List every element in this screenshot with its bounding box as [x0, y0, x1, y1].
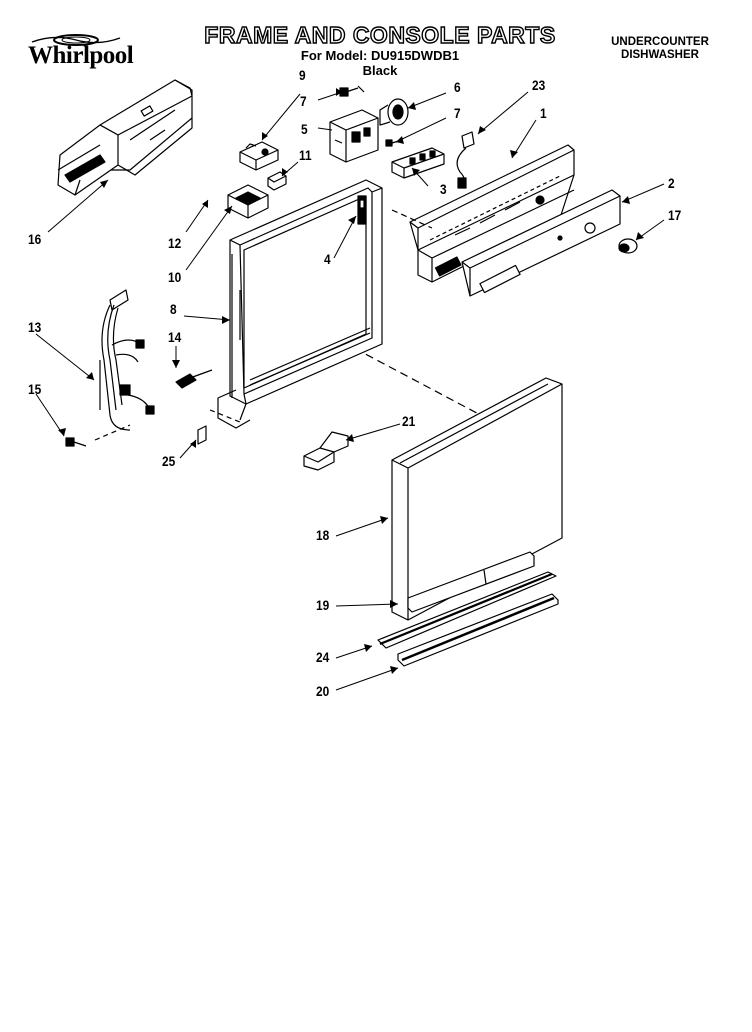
- callout-17: 17: [668, 207, 682, 223]
- callout-3: 3: [440, 181, 447, 197]
- part-23-connector: [456, 131, 475, 189]
- callout-2: 2: [668, 175, 675, 191]
- model-line: For Model: DU915DWDB1: [300, 48, 460, 63]
- unit-type: UNDERCOUNTER DISHWASHER: [590, 36, 730, 62]
- part-21-bracket: [303, 431, 349, 471]
- callout-7: 7: [300, 93, 307, 109]
- arrowheads: [58, 88, 644, 674]
- part-20-handle-strip: [397, 593, 559, 667]
- callout-18: 18: [316, 527, 330, 543]
- unit-type-line2: DISHWASHER: [621, 49, 699, 61]
- callout-4: 4: [324, 251, 331, 267]
- part-10-bracket: [227, 184, 269, 219]
- part-16-housing: [57, 79, 193, 196]
- part-17-knob: [618, 238, 638, 254]
- callout-23: 23: [532, 77, 546, 93]
- part-7-screw-top: [339, 85, 365, 97]
- part-8-door-frame: [217, 179, 383, 429]
- callout-11: 11: [299, 147, 312, 163]
- part-13-wire-harness: [99, 289, 155, 431]
- unit-type-line1: UNDERCOUNTER: [611, 36, 709, 48]
- callout-1: 1: [540, 105, 547, 121]
- callout-20: 20: [316, 683, 330, 699]
- callout-16: 16: [28, 231, 42, 247]
- callout-13: 13: [28, 319, 42, 335]
- whirlpool-logo: [31, 34, 121, 46]
- part-11-clip: [267, 171, 287, 191]
- color-line: Black: [362, 63, 398, 78]
- callout-25: 25: [162, 453, 176, 469]
- part-15-screw: [65, 437, 87, 447]
- part-14-connector: [175, 369, 213, 389]
- callout-8: 8: [170, 301, 177, 317]
- model-info: For Model: DU915DWDB1 Black: [260, 48, 500, 78]
- callout-12: 12: [168, 235, 182, 251]
- callout-10: 10: [168, 269, 182, 285]
- callout-14: 14: [168, 329, 182, 345]
- callout-6: 6: [454, 79, 461, 95]
- callout-24: 24: [316, 649, 330, 665]
- page-title: FRAME AND CONSOLE PARTS: [204, 21, 556, 48]
- part-6-selector: [379, 98, 409, 126]
- callout-15: 15: [28, 381, 42, 397]
- part-24-strip: [377, 571, 557, 649]
- callout-9: 9: [299, 67, 306, 83]
- callout-19: 19: [316, 597, 330, 613]
- part-3-switch-block: [391, 147, 445, 179]
- callout-5: 5: [301, 121, 308, 137]
- callout-7: 7: [454, 105, 461, 121]
- part-25-clip: [197, 425, 207, 445]
- part-2-panel: [461, 189, 621, 297]
- brand-wordmark: Whirlpool: [28, 42, 134, 69]
- part-9-switch: [239, 141, 279, 171]
- callout-21: 21: [402, 413, 416, 429]
- part-5-timer: [329, 109, 379, 163]
- part-19-trim: [407, 551, 535, 613]
